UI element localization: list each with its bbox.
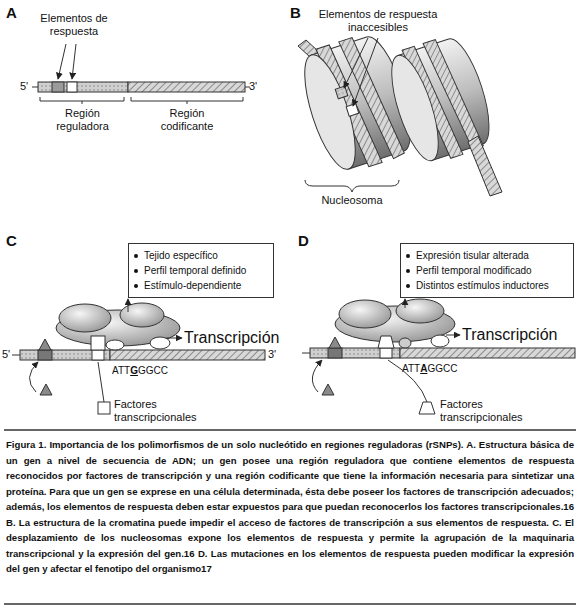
transcription-machinery <box>120 303 164 327</box>
pointer-arrow <box>58 44 66 79</box>
bullet-dot <box>406 284 410 288</box>
factor-icon <box>98 402 110 414</box>
bullet-dot <box>406 254 410 258</box>
strand-end: 5' <box>2 348 16 361</box>
gene-structure <box>32 44 250 104</box>
outcome-box: Expresión tisular alteradaPerfil tempora… <box>400 243 574 298</box>
transcription-machinery <box>396 299 444 323</box>
region-label: Región reguladora <box>40 107 125 132</box>
coding-region <box>128 82 245 92</box>
regulatory-region <box>310 348 400 358</box>
bullet-text: Perfil temporal modificado <box>416 263 532 278</box>
pointer-arrow <box>72 44 76 79</box>
bound-factor <box>329 337 341 348</box>
nucleosome-brace <box>305 180 399 192</box>
free-factor <box>322 384 334 395</box>
transcription-machinery <box>59 304 111 332</box>
response-element <box>335 86 348 99</box>
factor-icon <box>419 402 435 414</box>
strand-end: 3' <box>249 80 263 93</box>
sequence-text: ATTGGGCC <box>112 365 192 377</box>
sequence-text: ATTAGGCC <box>402 363 482 375</box>
bullet-row: Estímulo-dependiente <box>134 278 268 293</box>
bullet-text: Estímulo-dependiente <box>144 278 241 293</box>
bullet-dot <box>134 254 138 258</box>
coding-region <box>110 350 265 360</box>
pointer-arrow <box>344 38 368 88</box>
pointer-arrow <box>353 38 378 106</box>
callout-text: Elementos de respuesta inaccesibles <box>312 8 444 33</box>
leader-line <box>98 362 104 402</box>
panel-letter: C <box>6 232 30 249</box>
figure-caption: Figura 1. Importancia de los polimorfism… <box>6 437 574 577</box>
outcome-box: Tejido específicoPerfil temporal definid… <box>128 243 274 298</box>
bound-factor <box>91 336 105 350</box>
response-element <box>67 82 77 92</box>
process-label: Transcripción <box>184 329 288 347</box>
bound-factor <box>39 339 51 350</box>
binding-arrow <box>29 362 38 392</box>
transcription-machinery <box>339 300 391 328</box>
response-element <box>92 350 104 360</box>
active-gene <box>12 299 265 414</box>
panel-letter: B <box>290 4 314 21</box>
caption-rule <box>4 429 576 431</box>
bullet-dot <box>406 269 410 273</box>
panel-letter: A <box>6 4 30 21</box>
bound-factor <box>399 338 411 348</box>
free-factor <box>40 384 52 395</box>
callout-text: Elementos de respuesta <box>38 12 110 37</box>
response-element <box>52 82 64 92</box>
expression-arrow <box>128 299 129 312</box>
bound-factor <box>378 336 394 348</box>
panel-letter: D <box>298 232 322 249</box>
expression-arrow <box>405 299 406 308</box>
bullet-dot <box>134 269 138 273</box>
factor-label: Factores transcripcionales <box>440 398 550 423</box>
region-bracket <box>40 97 124 104</box>
dna-strand <box>32 87 38 88</box>
bullet-row: Distintos estímulos inductores <box>406 278 568 293</box>
response-element <box>380 348 392 358</box>
regulatory-region <box>20 350 110 360</box>
histone-face <box>382 50 448 165</box>
binding-arrow <box>312 360 322 392</box>
dna-strand <box>302 353 310 354</box>
bullet-text: Expresión tisular alterada <box>416 248 529 263</box>
strand-end: 5' <box>20 80 34 93</box>
bullet-dot <box>134 284 138 288</box>
structure-label: Nucleosoma <box>302 194 402 207</box>
chromatin <box>293 28 502 196</box>
bullet-row: Expresión tisular alterada <box>406 248 568 263</box>
polymerase-subunit <box>431 335 449 347</box>
dna-strand <box>468 136 502 196</box>
transcription-arrow <box>166 338 182 339</box>
strand-end: 3' <box>268 348 282 361</box>
regulatory-region <box>38 82 128 92</box>
process-label: Transcripción <box>462 326 572 344</box>
bullet-text: Distintos estímulos inductores <box>416 278 549 293</box>
bullet-row: Tejido específico <box>134 248 268 263</box>
bound-factor <box>106 340 124 350</box>
mutated-gene <box>302 299 575 414</box>
response-element <box>328 348 342 358</box>
dna-strand <box>12 355 20 356</box>
response-element <box>38 350 52 360</box>
transcription-arrow <box>446 335 460 336</box>
bullet-row: Perfil temporal definido <box>134 263 268 278</box>
bullet-row: Perfil temporal modificado <box>406 263 568 278</box>
bullet-text: Tejido específico <box>144 248 218 263</box>
response-element <box>346 104 359 117</box>
bullet-text: Perfil temporal definido <box>144 263 246 278</box>
mutated-base: A <box>420 363 427 374</box>
factor-label: Factores transcripcionales <box>114 398 214 423</box>
mutated-base: G <box>130 365 138 376</box>
region-bracket <box>131 97 243 104</box>
caption-rule <box>4 603 576 605</box>
coding-region <box>400 348 575 358</box>
polymerase-subunit <box>150 337 170 349</box>
histone-face <box>294 49 365 174</box>
region-label: Región codificante <box>142 107 232 132</box>
